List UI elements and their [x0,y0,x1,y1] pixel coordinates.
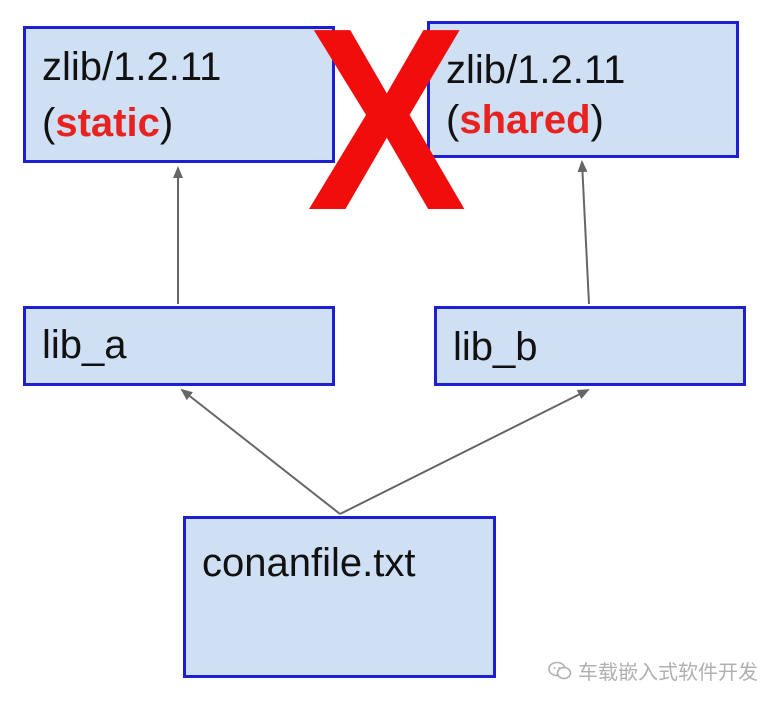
arrow-conanfile-to-lib-a [180,388,341,515]
node-lib-b: lib_b [434,306,746,386]
node-lib-a-label: lib_a [42,323,127,367]
arrow-lib-b-to-zlib-shared [577,160,590,305]
node-lib-a: lib_a [23,306,335,386]
static-variant-label: static [55,101,160,145]
node-zlib-static-variant-line: (static) [42,101,174,145]
watermark-text: 车载嵌入式软件开发 [578,662,758,684]
conflict-x-mark: X [306,0,467,265]
shared-variant-label: shared [459,98,591,142]
node-zlib-static: zlib/1.2.11 (static) [23,26,335,163]
node-zlib-shared: zlib/1.2.11 (shared) [427,21,739,158]
node-zlib-shared-variant-line: (shared) [446,98,604,142]
node-lib-b-label: lib_b [453,325,538,369]
node-conanfile: conanfile.txt [183,516,496,678]
node-zlib-shared-name: zlib/1.2.11 [446,48,626,92]
node-conanfile-label: conanfile.txt [202,541,416,585]
wechat-icon [548,661,572,679]
node-zlib-static-name: zlib/1.2.11 [42,45,222,89]
watermark: 车载嵌入式软件开发 [548,656,758,685]
arrow-conanfile-to-lib-b [339,389,590,515]
